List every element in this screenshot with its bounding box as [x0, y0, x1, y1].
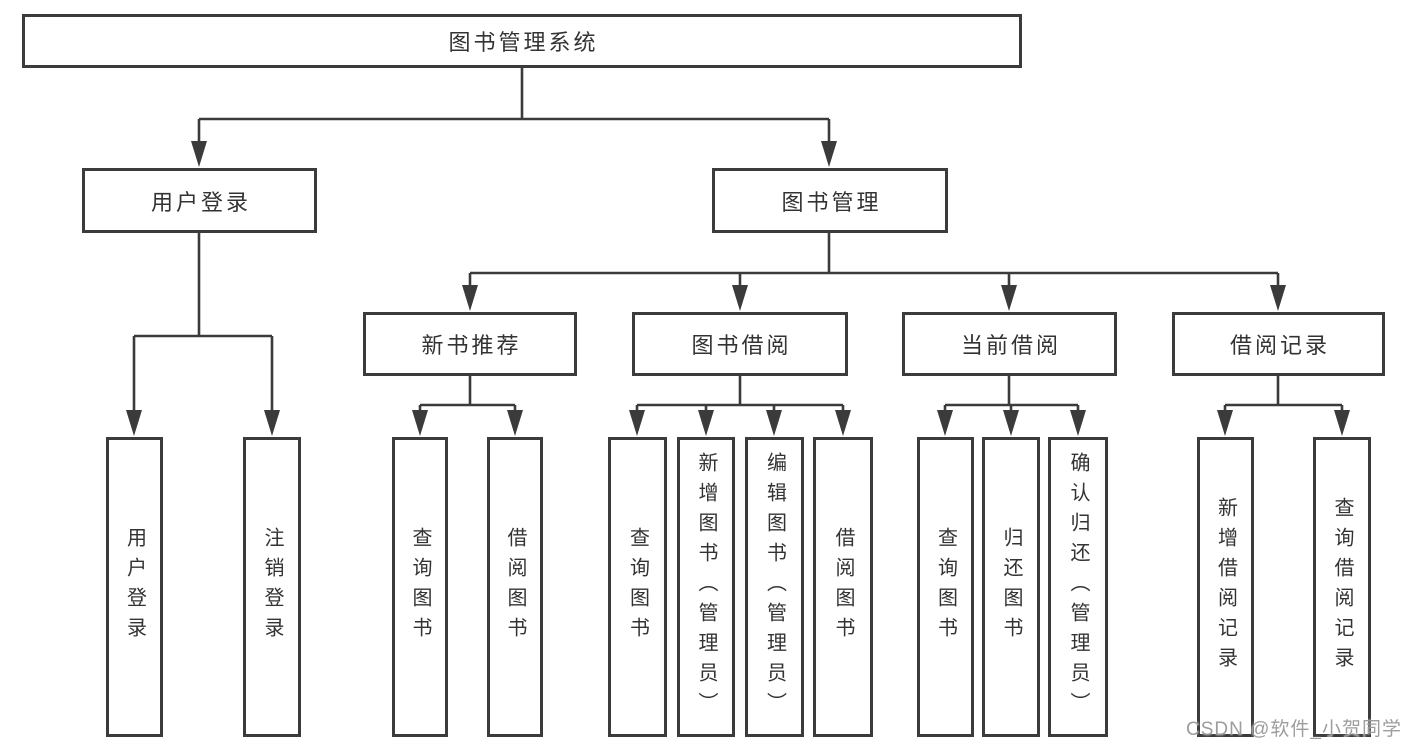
node-label: 图书管理系统 — [448, 30, 599, 55]
csdn-watermark: CSDN @软件_小贺同学 — [1186, 719, 1402, 740]
arrowhead-icon — [835, 410, 851, 436]
arrowhead-icon — [1003, 410, 1019, 436]
leaf-return-books: 归还图书 — [982, 437, 1040, 737]
node-label: 查询图书 — [934, 527, 957, 647]
leaf-query-books-3: 查询图书 — [917, 437, 974, 737]
node-label: 查询图书 — [409, 527, 431, 647]
leaf-query-books-1: 查询图书 — [392, 437, 448, 737]
leaf-user-login: 用户登录 — [106, 437, 163, 737]
arrowhead-icon — [821, 141, 837, 167]
leaf-query-borrow-record: 查询借阅记录 — [1313, 437, 1371, 737]
node-label: 借阅图书 — [832, 527, 854, 647]
node-new-book-recommend: 新书推荐 — [363, 312, 577, 376]
node-label: 用户登录 — [150, 189, 251, 215]
node-label: 图书管理 — [781, 189, 882, 215]
node-label: 归还图书 — [1000, 527, 1022, 647]
node-label: 借阅记录 — [1229, 333, 1330, 358]
leaf-query-books-2: 查询图书 — [608, 437, 667, 737]
node-label: 用户登录 — [123, 527, 146, 647]
arrowhead-icon — [629, 410, 645, 436]
arrowhead-icon — [698, 410, 714, 436]
arrowhead-icon — [1334, 410, 1350, 436]
node-borrow-records: 借阅记录 — [1172, 312, 1385, 376]
node-current-borrow: 当前借阅 — [902, 312, 1117, 376]
leaf-add-books-admin: 新增图书（管理员） — [677, 437, 735, 737]
arrowhead-icon — [412, 410, 428, 436]
node-label: 新增图书（管理员） — [695, 452, 717, 722]
arrowhead-icon — [507, 410, 523, 436]
node-book-management: 图书管理 — [712, 168, 948, 233]
arrowhead-icon — [191, 141, 207, 167]
node-label: 查询图书 — [626, 527, 649, 647]
node-label: 新书推荐 — [421, 333, 522, 358]
leaf-borrow-books-2: 借阅图书 — [813, 437, 873, 737]
arrowhead-icon — [1001, 285, 1017, 311]
leaf-edit-books-admin: 编辑图书（管理员） — [745, 437, 804, 737]
arrowhead-icon — [1217, 410, 1233, 436]
node-label: 编辑图书（管理员） — [763, 452, 786, 722]
node-label: 查询借阅记录 — [1331, 497, 1353, 677]
arrowhead-icon — [264, 410, 280, 436]
node-book-borrow: 图书借阅 — [632, 312, 848, 376]
node-label: 图书借阅 — [691, 333, 792, 358]
node-label: 注销登录 — [261, 527, 283, 647]
arrowhead-icon — [732, 285, 748, 311]
node-label: 借阅图书 — [504, 527, 526, 647]
arrowhead-icon — [1270, 285, 1286, 311]
node-library-management-system: 图书管理系统 — [22, 14, 1022, 68]
arrowhead-icon — [126, 410, 142, 436]
node-label: 确认归还（管理员） — [1067, 452, 1089, 722]
leaf-confirm-return-admin: 确认归还（管理员） — [1048, 437, 1108, 737]
leaf-add-borrow-record: 新增借阅记录 — [1197, 437, 1254, 737]
arrowhead-icon — [1070, 410, 1086, 436]
node-label: 新增借阅记录 — [1214, 497, 1237, 677]
arrowhead-icon — [937, 410, 953, 436]
arrowhead-icon — [766, 410, 782, 436]
leaf-logout: 注销登录 — [243, 437, 301, 737]
leaf-borrow-books-1: 借阅图书 — [487, 437, 543, 737]
node-user-login: 用户登录 — [82, 168, 317, 233]
arrowhead-icon — [462, 285, 478, 311]
node-label: 当前借阅 — [960, 333, 1061, 358]
